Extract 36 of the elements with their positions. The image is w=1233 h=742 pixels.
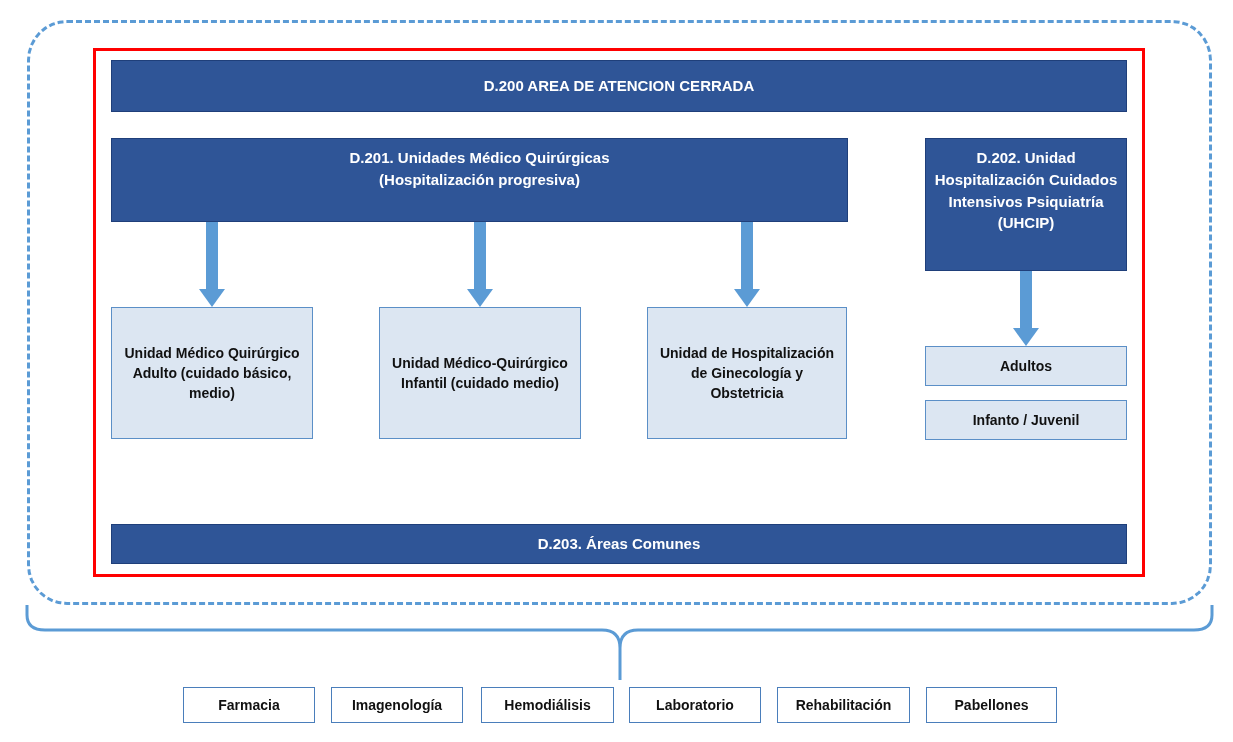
node-label: D.201. Unidades Médico Quirúrgicas (Hospitalización progresiva)	[348, 148, 611, 190]
section-band	[111, 524, 1127, 564]
arrow	[467, 222, 493, 307]
service-box	[331, 687, 463, 723]
section-band	[925, 138, 1127, 271]
arrow	[1013, 271, 1039, 346]
unit-box	[111, 307, 313, 439]
node-label: Unidad Médico-Quirúrgico Infantil (cuidado medio)	[391, 353, 569, 393]
node-label: D.200 AREA DE ATENCION CERRADA	[482, 76, 756, 97]
node-label: Infanto / Juvenil	[971, 410, 1081, 430]
node-label: Farmacia	[217, 695, 281, 715]
unit-box	[379, 307, 581, 439]
section-band	[111, 60, 1127, 112]
node-label: Rehabilitación	[794, 695, 893, 715]
unit-box	[925, 346, 1127, 386]
highlight-frame	[93, 48, 1145, 577]
service-box	[183, 687, 315, 723]
node-label: Unidad Médico Quirúrgico Adulto (cuidado básico, medio)	[123, 343, 301, 404]
node-label: Laboratorio	[655, 695, 735, 715]
service-box	[629, 687, 761, 723]
dashed-frame	[27, 20, 1212, 605]
node-label: D.203. Áreas Comunes	[536, 534, 702, 555]
node-label: Imagenología	[350, 695, 444, 715]
unit-box	[925, 400, 1127, 440]
service-box	[926, 687, 1057, 723]
arrow	[199, 222, 225, 307]
unit-box	[647, 307, 847, 439]
node-label: D.202. Unidad Hospitalización Cuidados Intensivos Psiquiatría (UHCIP)	[933, 148, 1119, 234]
section-band	[111, 138, 848, 222]
service-box	[777, 687, 910, 723]
node-label: Hemodiálisis	[503, 695, 592, 715]
node-label: Adultos	[998, 356, 1054, 376]
service-box	[481, 687, 614, 723]
arrow	[734, 222, 760, 307]
node-label: Pabellones	[953, 695, 1030, 715]
node-label: Unidad de Hospitalización de Ginecología y Obstetricia	[658, 343, 836, 404]
